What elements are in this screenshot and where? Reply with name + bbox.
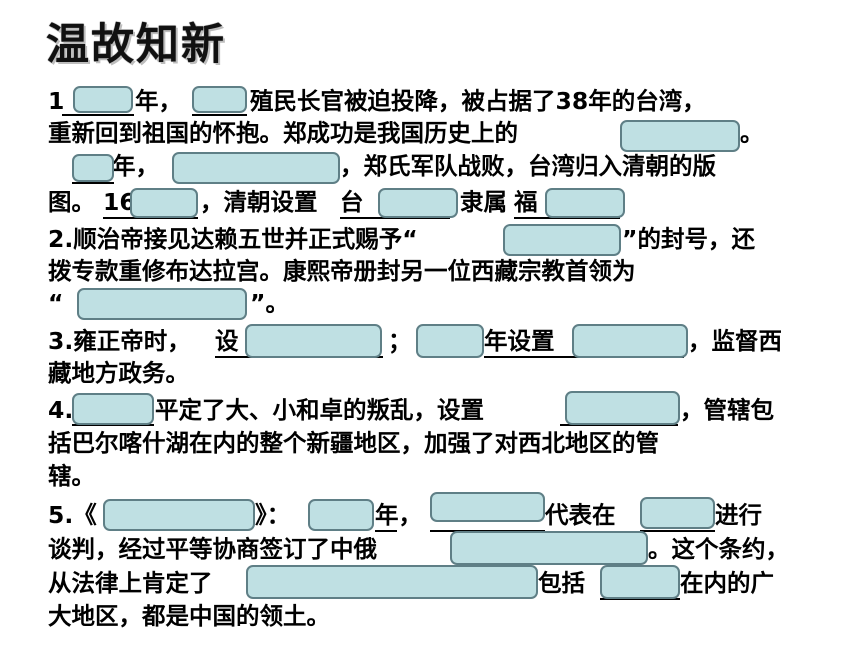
p4-line1-b: 平定了大、小和卓的叛乱，设置 <box>155 396 484 424</box>
p5-line3-b: 包括 <box>538 569 585 597</box>
p5-line1-d: 代表在 <box>545 501 616 529</box>
blank-box[interactable] <box>503 224 621 256</box>
p5-line1-b: 》： <box>255 501 291 529</box>
blank-box[interactable] <box>172 152 340 184</box>
p1-underline-3 <box>72 182 114 184</box>
blank-box[interactable] <box>620 120 740 152</box>
p3-line1-d: 年设置 <box>484 327 555 355</box>
blank-box[interactable] <box>103 499 255 531</box>
blank-box[interactable] <box>130 188 198 218</box>
p4-line2: 括巴尔喀什湖在内的整个新疆地区，加强了对西北地区的管 <box>48 429 659 457</box>
p4-line1-c: ，管辖包 <box>680 396 774 424</box>
p4-underline-2 <box>560 424 678 426</box>
p1-underline-6 <box>514 217 620 219</box>
blank-box[interactable] <box>450 531 648 565</box>
p1-line4-d: 台 <box>340 188 364 216</box>
p2-line1-b: ”的封号，还 <box>622 225 755 253</box>
p5-underline-1 <box>375 530 397 532</box>
blank-box[interactable] <box>545 188 625 218</box>
p1-line3-year: 年， <box>112 152 159 180</box>
page-title: 温故知新 <box>46 20 226 70</box>
p5-line1-a: 5.《 <box>48 501 97 529</box>
p3-line1-c: ； <box>388 327 412 355</box>
p4-line1-a: 4. <box>48 396 74 424</box>
p1-underline-2 <box>192 114 247 116</box>
p2-line3-b: ”。 <box>250 289 289 317</box>
p1-underline-4 <box>103 217 198 219</box>
p5-underline-3 <box>640 530 715 532</box>
p1-underline-1 <box>62 114 134 116</box>
p1-underline-5 <box>340 217 450 219</box>
p1-line4-c: ，清朝设置 <box>200 188 318 216</box>
p1-line2-text: 重新回到祖国的怀抱。郑成功是我国历史上的 <box>48 119 518 147</box>
p2-line2: 拨专款重修布达拉宫。康熙帝册封另一位西藏宗教首领为 <box>48 257 636 285</box>
blank-box[interactable] <box>77 288 247 320</box>
p5-line3-a: 从法律上肯定了 <box>48 569 213 597</box>
p1-line4-a: 图。 <box>48 188 95 216</box>
p5-line4: 大地区，都是中国的领土。 <box>48 602 330 630</box>
p1-line4-e: 隶属 <box>460 188 507 216</box>
p1-line1-year: 年， <box>135 87 182 115</box>
p1-line1-num: 1 <box>48 87 65 115</box>
blank-box[interactable] <box>72 154 114 182</box>
p5-line1-e: 进行 <box>715 501 762 529</box>
p4-line3: 辖。 <box>48 462 95 490</box>
p1-line4-f: 福 <box>514 188 538 216</box>
blank-box[interactable] <box>72 393 154 425</box>
p3-line2: 藏地方政务。 <box>48 359 189 387</box>
blank-box[interactable] <box>565 391 680 425</box>
p5-line2-a: 谈判，经过平等协商签订了中俄 <box>48 535 377 563</box>
blank-box[interactable] <box>600 565 680 599</box>
p5-line2-b: 。这个条约， <box>648 535 789 563</box>
p3-line1-e: ，监督西 <box>688 327 782 355</box>
blank-box[interactable] <box>378 188 458 218</box>
p3-line1-b: 设 <box>215 327 239 355</box>
blank-box[interactable] <box>246 565 538 599</box>
p2-line1-a: 2.顺治帝接见达赖五世并正式赐予“ <box>48 225 418 253</box>
p1-line1-text: 殖民长官被迫投降，被占据了38年的台湾， <box>250 87 706 115</box>
blank-box[interactable] <box>572 324 688 358</box>
blank-box[interactable] <box>416 324 484 358</box>
blank-box[interactable] <box>73 86 133 113</box>
p1-line3-text: ，郑氏军队战败，台湾归入清朝的版 <box>340 152 716 180</box>
blank-box[interactable] <box>308 499 374 531</box>
p5-line1-c: 年， <box>375 501 422 529</box>
blank-box[interactable] <box>640 497 715 529</box>
p4-underline-1 <box>72 424 154 426</box>
p5-line3-c: 在内的广 <box>680 569 774 597</box>
p2-line3-a: “ <box>48 289 64 317</box>
blank-box[interactable] <box>192 86 247 113</box>
blank-box[interactable] <box>245 324 382 358</box>
p1-line2-end: 。 <box>740 119 764 147</box>
p3-line1-a: 3.雍正帝时， <box>48 327 191 355</box>
p5-underline-4 <box>600 598 680 600</box>
blank-box[interactable] <box>430 492 545 522</box>
